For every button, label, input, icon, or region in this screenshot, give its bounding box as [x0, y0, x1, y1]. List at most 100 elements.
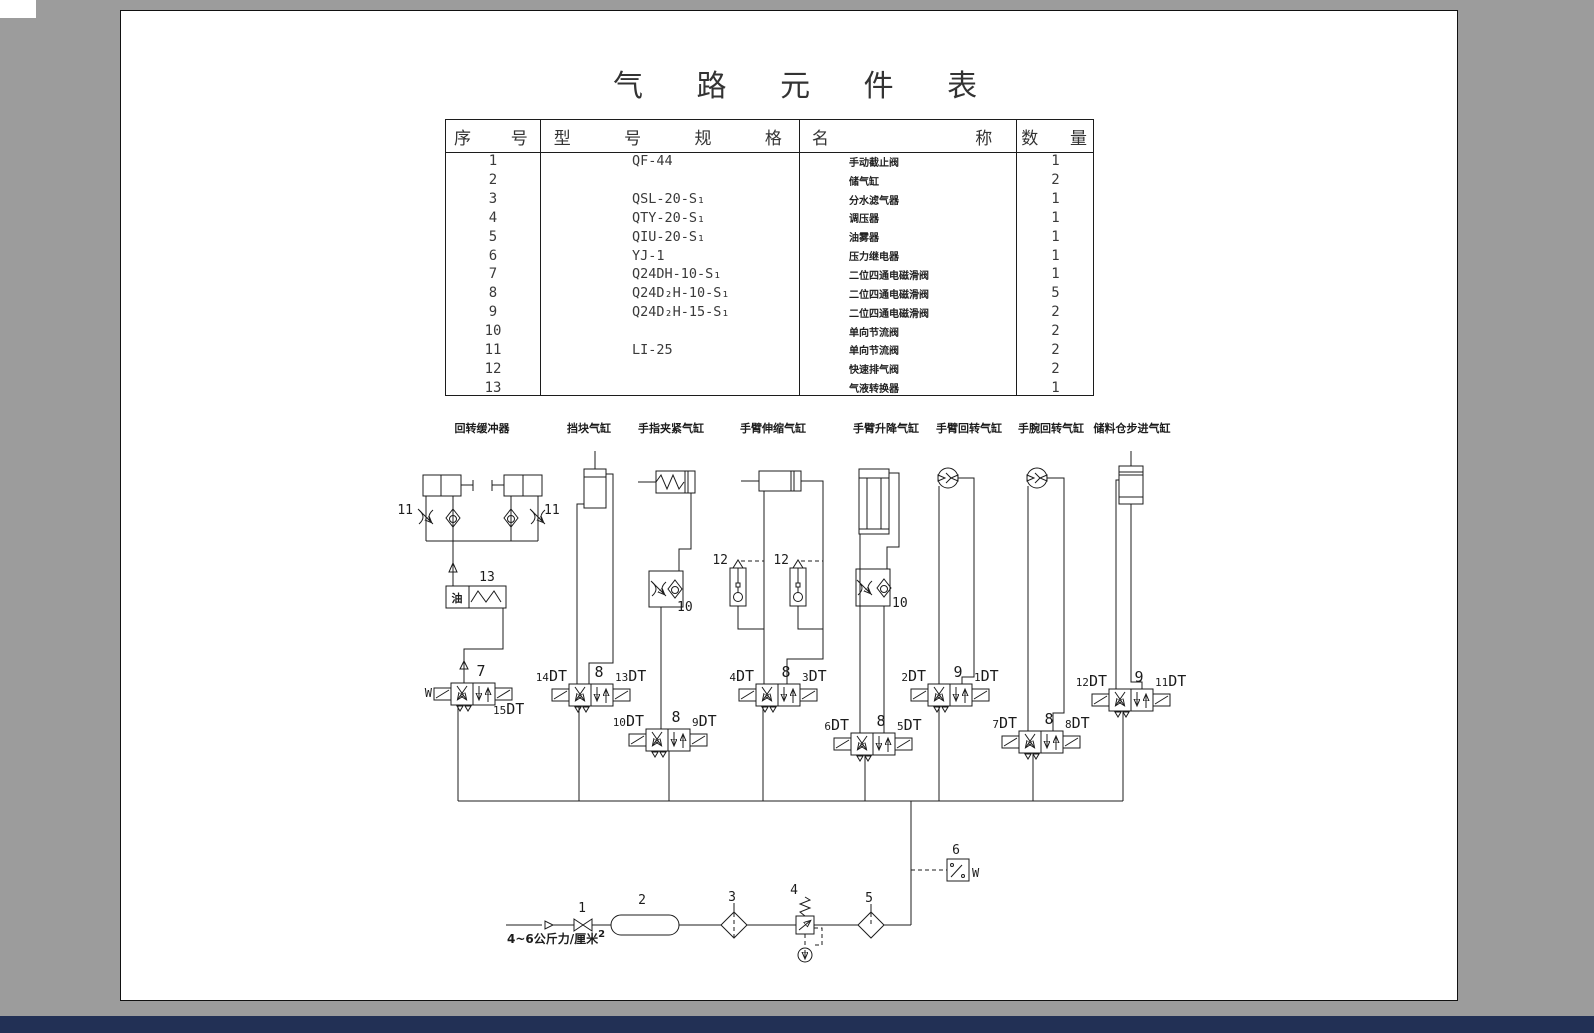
solenoid-label: 7DT: [992, 714, 1017, 732]
rotary-actuator-icon: [937, 467, 959, 489]
oil-label: 油: [452, 591, 463, 605]
actuator-label: 手臂升降气缸: [853, 421, 919, 435]
valve-number: 8: [1044, 710, 1053, 728]
solenoid-label: 12DT: [1076, 672, 1107, 690]
valve-symbol: [739, 684, 817, 712]
storage-step-circuit: [1115, 451, 1144, 689]
flow-direction-icon: [544, 920, 555, 930]
solenoid-label: 2DT: [901, 667, 926, 685]
table-header-rule: [446, 152, 1093, 153]
rotary-buffer-circuit: 11 11 油 13: [397, 474, 560, 683]
solenoid-label: 3DT: [802, 667, 827, 685]
component-number: 10: [892, 596, 908, 611]
actuator-label: 手指夹紧气缸: [638, 421, 704, 435]
valve-number: 8: [781, 663, 790, 681]
actuator-label: 回转缓冲器: [455, 421, 511, 435]
valve-number: 9: [1134, 668, 1143, 686]
solenoid-label: 9DT: [692, 712, 717, 730]
valve-number: 8: [876, 712, 885, 730]
actuator-label: 挡块气缸: [567, 421, 611, 435]
header-serial: 序号: [454, 128, 528, 149]
valve-2pos4way-8a: 8 14DT 13DT: [536, 663, 646, 712]
quick-exhaust-valve-icon: [729, 559, 747, 607]
window-corner: [0, 0, 36, 18]
solenoid-label: 1DT: [974, 667, 999, 685]
solenoid-label: 8DT: [1065, 714, 1090, 732]
solenoid-label: 10DT: [613, 712, 644, 730]
valve-number: 8: [671, 708, 680, 726]
valve-2pos4way-9b: 9 12DT 11DT: [1076, 668, 1186, 717]
check-valve-icon: [667, 579, 683, 599]
finger-clamp-circuit: 10: [638, 470, 696, 729]
supply-pressure-label: 4~6公斤力/厘米2: [507, 929, 605, 946]
actuator-label: 手腕回转气缸: [1018, 421, 1084, 435]
stop-block-circuit: [576, 451, 614, 684]
actuator-label: 手臂伸缩气缸: [740, 421, 806, 435]
air-supply-line: 1 2 3 4 5 4~6公斤力/厘米2: [506, 883, 911, 963]
header-qty: 数量: [1021, 128, 1088, 149]
header-name: 名称: [811, 128, 993, 149]
solenoid-label: 4DT: [729, 667, 754, 685]
solenoid-label: 6DT: [824, 716, 849, 734]
valve-2pos4way-8c: 8 4DT 3DT: [729, 663, 827, 712]
component-number: 2: [638, 893, 646, 908]
pneumatic-schematic: 回转缓冲器 挡块气缸 手指夹紧气缸 手臂伸缩气缸 手臂升降气缸 手臂回转气缸 手…: [397, 421, 1186, 963]
pressure-gauge-icon: [797, 947, 813, 963]
valve-symbol: [834, 733, 912, 761]
arm-lift-circuit: 10: [855, 468, 908, 733]
valve-symbol: [1002, 731, 1080, 759]
component-number: 11: [397, 503, 413, 518]
component-number: 4: [790, 883, 798, 898]
valve-number: 7: [476, 662, 485, 680]
component-number: 11: [544, 503, 560, 518]
solenoid-label: 11DT: [1155, 672, 1186, 690]
quick-exhaust-valve-icon: [789, 559, 807, 607]
solenoid-label: 5DT: [897, 716, 922, 734]
component-number: 5: [865, 891, 873, 906]
rotary-actuator-icon: [1026, 467, 1048, 489]
valve-2pos4way-8d: 8 6DT 5DT: [824, 712, 922, 761]
bottom-scrollbar[interactable]: [0, 1016, 1594, 1033]
actuator-label: 储料仓步进气缸: [1094, 421, 1171, 435]
solenoid-label: 15DT: [493, 700, 524, 718]
relay-w-label: W: [972, 866, 980, 880]
wrist-rotary-circuit: [1026, 467, 1065, 731]
valve-symbol: [911, 684, 989, 712]
valve-2pos4way-9a: 9 2DT 1DT: [901, 663, 999, 712]
actuator-labels: 回转缓冲器 挡块气缸 手指夹紧气缸 手臂伸缩气缸 手臂升降气缸 手臂回转气缸 手…: [455, 421, 1171, 435]
valve-symbol: [552, 684, 630, 712]
shutoff-valve-icon: [582, 918, 593, 932]
valve-2pos4way-8b: 8 10DT 9DT: [613, 708, 717, 757]
supply-bus: [457, 705, 1124, 925]
throttle-valve-icon: [857, 580, 872, 595]
valve-number: 9: [953, 663, 962, 681]
shutoff-valve-icon: [573, 918, 584, 932]
component-number: 3: [728, 890, 736, 905]
component-number: 12: [712, 553, 728, 568]
sheet-title: 气 路 元 件 表: [613, 69, 1000, 104]
valve-2pos4way-7: 7 W 15DT: [425, 662, 525, 718]
arm-extend-circuit: 12 12: [712, 470, 824, 684]
port-arrow-icon: [459, 659, 469, 670]
valve-symbol: [1092, 689, 1170, 717]
table-header: 序号 型号规格 名称 数量: [446, 120, 1093, 152]
actuator-label: 手臂回转气缸: [936, 421, 1002, 435]
table-divider: [540, 120, 541, 395]
component-number: 12: [773, 553, 789, 568]
valve-2pos4way-8e: 8 7DT 8DT: [992, 710, 1090, 759]
component-number: 13: [479, 570, 495, 585]
